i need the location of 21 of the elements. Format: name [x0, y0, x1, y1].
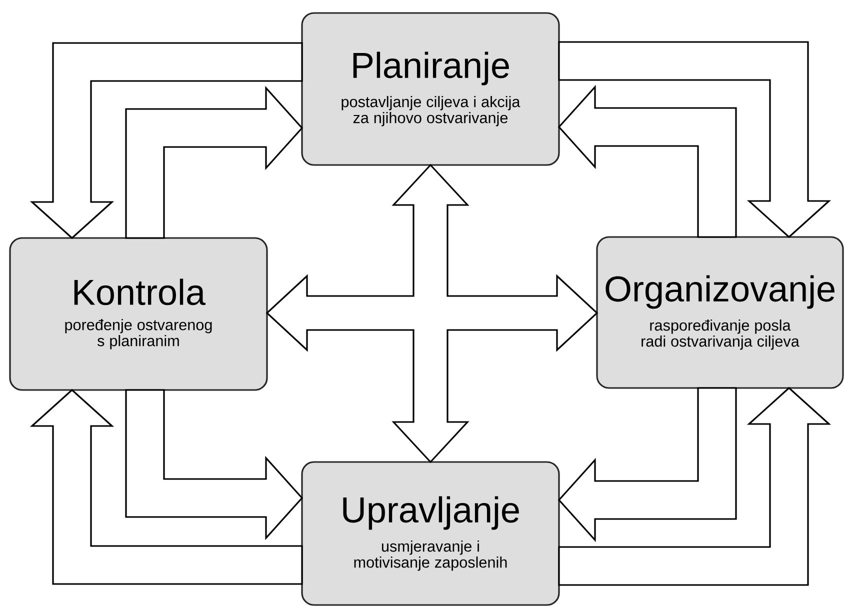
box-description: poređenje ostvarenog s planiranim [65, 319, 212, 350]
box-description: raspoređivanje posla radi ostvarivanja ciljeva [642, 319, 800, 350]
block-arrow [30, 388, 303, 585]
box-title: Organizovanje [606, 275, 834, 309]
block-arrow [558, 41, 832, 238]
box-title: Planiranje [353, 52, 509, 86]
process-box [596, 236, 844, 389]
box-title: Kontrola [74, 278, 206, 306]
block-arrow [30, 42, 303, 240]
cross-arrow [266, 164, 598, 464]
block-arrow [125, 86, 304, 239]
block-arrow [558, 386, 832, 586]
block-arrow [125, 389, 304, 540]
block-arrow [558, 84, 737, 238]
box-title: Upravljanje [343, 496, 519, 530]
box-description: postavljanje ciljeva i akcija za njihovo ostvarivanje [342, 96, 520, 126]
box-description: usmjeravanje i motivisanje zaposlenih [354, 540, 507, 571]
block-arrow [558, 387, 737, 542]
process-box [9, 237, 268, 391]
process-box [301, 461, 560, 606]
process-box [301, 12, 560, 166]
